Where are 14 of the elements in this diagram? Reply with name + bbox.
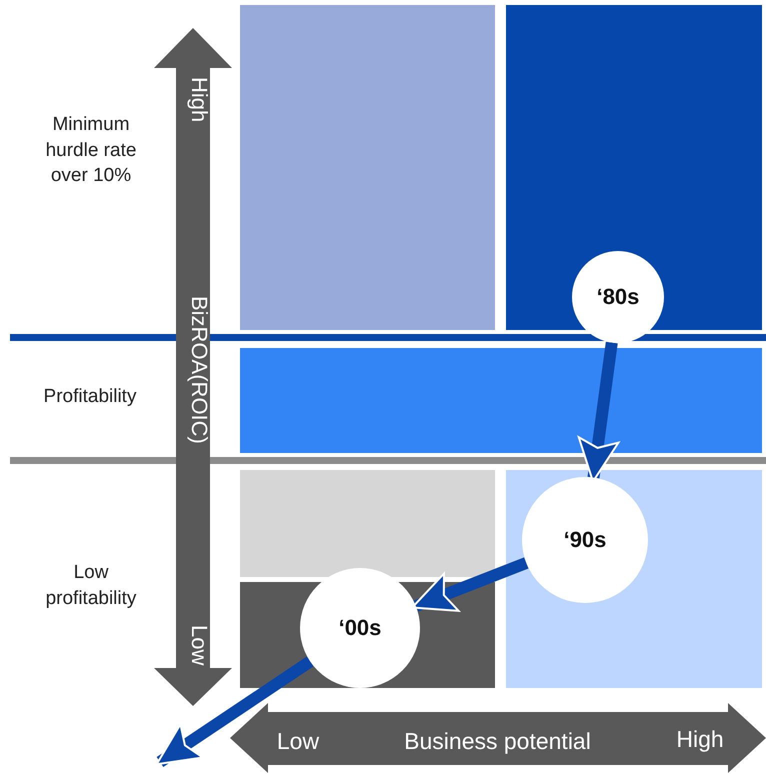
decade-label: ‘00s xyxy=(338,615,382,641)
row-label: Profitability xyxy=(42,385,138,409)
axis-label: Low xyxy=(186,624,213,668)
arrow xyxy=(411,557,528,612)
decade-label: ‘90s xyxy=(564,527,606,553)
decade-label: ‘80s xyxy=(596,284,640,310)
axis-title: Business potential xyxy=(403,727,592,756)
arrow xyxy=(156,656,314,767)
axis-label: High xyxy=(186,76,213,125)
axis-title: BizROA(ROIC) xyxy=(186,295,213,446)
axis-label: High xyxy=(675,725,725,754)
row-label: Low profitability xyxy=(44,561,138,611)
row-label: Minimum hurdle rate over 10% xyxy=(44,113,138,188)
axis-label: Low xyxy=(276,727,320,756)
